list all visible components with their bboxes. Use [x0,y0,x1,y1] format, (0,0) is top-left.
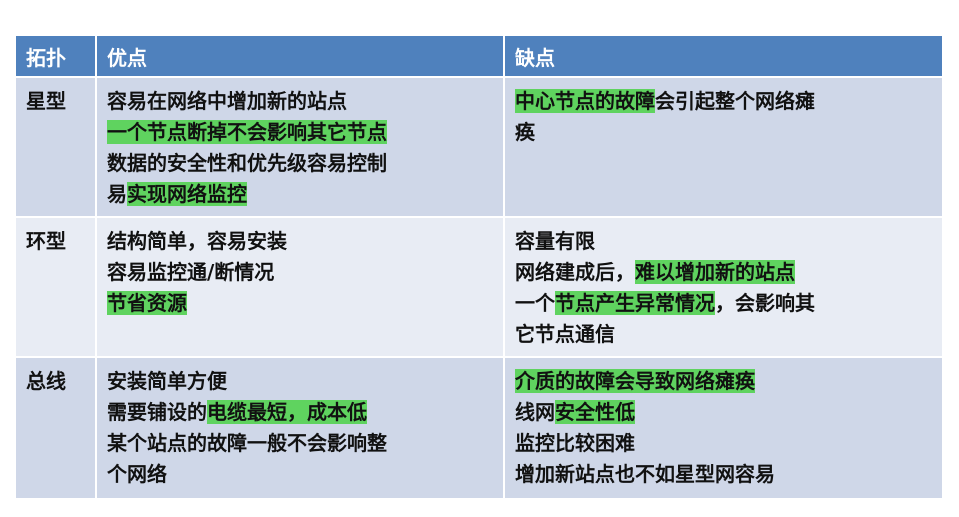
text-line: 痪 [515,117,932,148]
table-row-bus: 总线 安装简单方便需要铺设的电缆最短，成本低某个站点的故障一般不会影响整个网络 … [16,356,942,498]
topology-cell: 环型 [16,216,97,357]
text-segment: 某个站点的故障一般不会影响整 [107,431,387,455]
cons-cell: 介质的故障会导致网络瘫痪线网安全性低监控比较困难增加新站点也不如星型网容易 [504,356,942,498]
text-line: 容量有限 [515,226,932,257]
highlighted-text: 节点产生异常情况 [555,291,715,315]
highlighted-text: 实现网络监控 [127,182,247,206]
text-segment: 监控比较困难 [515,431,635,455]
highlighted-text: 安全性低 [555,400,635,424]
text-segment: 容量有限 [515,229,595,253]
pros-cell: 容易在网络中增加新的站点一个节点断掉不会影响其它节点数据的安全性和优先级容易控制… [96,76,505,217]
text-segment: 网络建成后， [515,260,635,284]
highlighted-text: 介质的故障会导致网络瘫痪 [515,369,755,393]
text-line: 易实现网络监控 [107,179,493,210]
text-line: 容易在网络中增加新的站点 [107,86,493,117]
text-line: 一个节点断掉不会影响其它节点 [107,117,493,148]
text-segment: 增加新站点也不如星型网容易 [515,462,775,486]
text-line: 容易监控通/断情况 [107,257,493,288]
header-cons: 缺点 [504,36,942,77]
text-line: 介质的故障会导致网络瘫痪 [515,366,932,397]
highlighted-text: 节省资源 [107,291,187,315]
text-line: 增加新站点也不如星型网容易 [515,459,932,490]
table-row-star: 星型 容易在网络中增加新的站点一个节点断掉不会影响其它节点数据的安全性和优先级容… [16,76,942,217]
text-segment: ，会影响其 [715,291,815,315]
text-segment: 需要铺设的 [107,400,207,424]
highlighted-text: 一个节点断掉不会影响其它节点 [107,120,387,144]
header-pros: 优点 [96,36,505,77]
topology-cell: 总线 [16,356,97,498]
text-segment: 容易在网络中增加新的站点 [107,89,347,113]
cons-cell: 中心节点的故障会引起整个网络瘫痪 [504,76,942,217]
text-line: 需要铺设的电缆最短，成本低 [107,397,493,428]
text-line: 一个节点产生异常情况，会影响其 [515,288,932,319]
highlighted-text: 难以增加新的站点 [635,260,795,284]
text-segment: 它节点通信 [515,322,615,346]
topology-comparison-table: 拓扑 优点 缺点 星型 容易在网络中增加新的站点一个节点断掉不会影响其它节点数据… [16,36,942,498]
text-segment: 数据的安全性和优先级容易控制 [107,151,387,175]
header-topology: 拓扑 [16,36,97,77]
text-line: 线网安全性低 [515,397,932,428]
text-segment: 易 [107,182,127,206]
text-line: 网络建成后，难以增加新的站点 [515,257,932,288]
highlighted-text: 中心节点的故障 [515,89,655,113]
text-line: 某个站点的故障一般不会影响整 [107,428,493,459]
text-segment: 安装简单方便 [107,369,227,393]
topology-cell: 星型 [16,76,97,217]
text-segment: 痪 [515,120,535,144]
text-line: 结构简单，容易安装 [107,226,493,257]
text-segment: 线网 [515,400,555,424]
text-line: 中心节点的故障会引起整个网络瘫 [515,86,932,117]
text-line: 它节点通信 [515,319,932,350]
cons-cell: 容量有限网络建成后，难以增加新的站点一个节点产生异常情况，会影响其它节点通信 [504,216,942,357]
text-segment: 容易监控通/断情况 [107,260,275,284]
text-segment: 一个 [515,291,555,315]
text-segment: 结构简单，容易安装 [107,229,287,253]
highlighted-text: 电缆最短，成本低 [207,400,367,424]
text-line: 安装简单方便 [107,366,493,397]
pros-cell: 结构简单，容易安装容易监控通/断情况节省资源 [96,216,505,357]
text-segment: 个网络 [107,462,167,486]
text-line: 数据的安全性和优先级容易控制 [107,148,493,179]
text-line: 节省资源 [107,288,493,319]
text-line: 监控比较困难 [515,428,932,459]
pros-cell: 安装简单方便需要铺设的电缆最短，成本低某个站点的故障一般不会影响整个网络 [96,356,505,498]
text-segment: 会引起整个网络瘫 [655,89,815,113]
text-line: 个网络 [107,459,493,490]
table-row-ring: 环型 结构简单，容易安装容易监控通/断情况节省资源 容量有限网络建成后，难以增加… [16,216,942,357]
header-row: 拓扑 优点 缺点 [16,36,942,77]
